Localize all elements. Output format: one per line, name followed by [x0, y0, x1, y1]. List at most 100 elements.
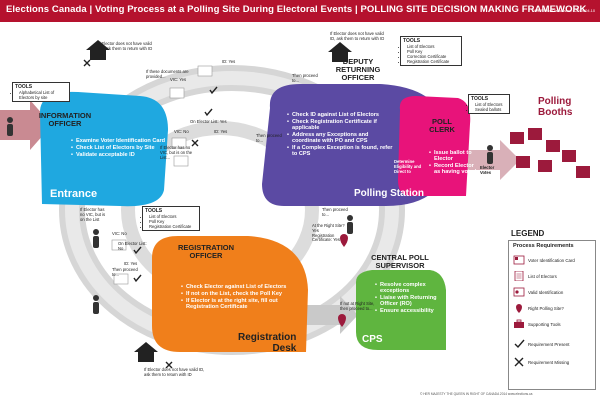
tool-item: Sealed ballots — [475, 107, 507, 112]
deputy-returning-officer-duties: Check ID against List of Electors Check … — [286, 112, 398, 158]
polling-station-title: Polling Station — [354, 188, 424, 199]
tool-item: Registration Certificate — [149, 224, 197, 229]
list-icon — [514, 271, 524, 281]
duty-item: If a Complex Exception is found, refer t… — [287, 145, 398, 157]
polling-booths-title: Polling Booths — [538, 96, 573, 118]
legend-label: Supporting Tools — [528, 321, 561, 327]
note-no-id-bottom-left: If Elector does not have valid ID, ask t… — [144, 367, 205, 377]
duty-item: If Elector is at the right site, fill ou… — [181, 298, 308, 310]
entry-arrow — [0, 100, 52, 150]
tools-heading: TOOLS — [15, 84, 33, 90]
x-mark-icon — [514, 357, 524, 367]
tools-heading: TOOLS — [471, 96, 489, 102]
note-right-site: At the Right Site? Yes Registration Cert… — [312, 223, 345, 243]
poll-clerk-title: POLL CLERK — [429, 117, 455, 134]
draft-label: DRAFT for Discussion • 2014.04.10 — [532, 8, 596, 13]
legend-label: Voter Identification Card — [528, 257, 575, 263]
header-banner: Elections Canada | Voting Process at a P… — [0, 0, 600, 22]
legend-item: Right Polling Site? — [513, 303, 564, 313]
duty-item: Check Elector against List of Electors — [181, 284, 308, 290]
duty-item: Check List of Electors by Site — [71, 145, 168, 151]
cps-title: CPS — [362, 334, 383, 345]
legend-item: Requirement Present — [513, 339, 570, 349]
note-vic-no: VIC: No — [174, 129, 189, 134]
duty-item: Validate acceptable ID — [71, 152, 168, 158]
central-poll-supervisor-title: CENTRAL POLL SUPERVISOR — [371, 253, 429, 270]
duty-item: Liaise with Returning Officer (RO) — [375, 295, 452, 307]
central-poll-supervisor-duties: Resolve complex exceptions Liaise with R… — [374, 282, 452, 315]
legend-label: Right Polling Site? — [528, 305, 564, 311]
legend-title: LEGEND — [511, 229, 545, 238]
note-then-proceed-3: Then proceed to... — [112, 267, 138, 277]
tool-item: Correction Certificate — [407, 54, 459, 59]
tool-item: Poll Key — [149, 219, 197, 224]
duty-item: Resolve complex exceptions — [375, 282, 452, 294]
note-id-yes-low: ID: Yes — [124, 261, 138, 266]
note-on-list-yes: On Elector List: Yes — [190, 119, 227, 124]
note-vic-yes: VIC: Yes — [170, 77, 187, 82]
duty-item: Address any Exceptions and coordinate wi… — [287, 132, 398, 144]
page-title: Elections Canada | Voting Process at a P… — [6, 4, 587, 15]
note-documents-provided: If these documents are provided... — [146, 69, 189, 79]
tool-item: Alphabetical List of Electors by site — [19, 90, 67, 100]
duty-item: Ensure accessibility — [375, 308, 452, 314]
note-then-proceed-4: Then proceed to... — [322, 207, 348, 217]
legend-label: Valid Identification — [528, 289, 564, 295]
registration-officer-duties: Check Elector against List of Electors I… — [180, 284, 308, 311]
id-card-icon — [513, 287, 525, 297]
entrance-title: Entrance — [50, 188, 98, 200]
polling-station-tools-box: TOOLS List of Electors Poll Key Correcti… — [400, 36, 462, 66]
tools-heading: TOOLS — [145, 208, 163, 214]
note-then-proceed-1: Then proceed to... — [256, 133, 282, 143]
voter-card-icon — [513, 255, 525, 265]
note-no-id-top-left: If Elector does not have valid ID, ask t… — [98, 41, 153, 51]
note-then-proceed-2: Then proceed to... — [292, 73, 318, 83]
legend-item: List of Electors — [513, 271, 557, 281]
duty-item: If not on the List, check the Poll Key — [181, 291, 308, 297]
information-officer-title: INFORMATION OFFICER — [38, 111, 92, 128]
tool-item: Poll Key — [407, 49, 459, 54]
note-no-vic-on-list-left: If Elector has no VIC, but is on the Lis… — [80, 207, 106, 222]
booth-cubes — [510, 128, 590, 178]
duty-item: Examine Voter Identification Card — [71, 138, 168, 144]
elector-votes-label: Elector Votes — [480, 165, 495, 175]
duty-item: Issue ballot to Elector — [429, 150, 478, 162]
deputy-returning-officer-title: DEPUTY RETURNING OFFICER — [335, 57, 381, 82]
legend-label: Requirement Present — [528, 341, 570, 347]
legend: Process Requirements Voter Identificatio… — [508, 240, 596, 390]
note-id-yes-top: ID: Yes — [222, 59, 236, 64]
duty-item: Check ID against List of Electors — [287, 112, 398, 118]
checkmark-icon — [514, 339, 525, 349]
tool-item: List of Electors — [407, 44, 459, 49]
poll-clerk-tools-box: TOOLS List of Electors Sealed ballots — [468, 94, 510, 114]
note-no-vic-on-list-mid: If Elector has no VIC, but is on the Lis… — [160, 145, 193, 160]
note-on-list-no: On Elector List: No — [118, 241, 147, 251]
tools-heading: TOOLS — [403, 38, 421, 44]
legend-label: List of Electors — [528, 273, 557, 279]
note-not-right-site: If not at Right Site, then proceed to... — [340, 301, 375, 311]
copyright-text: © HER MAJESTY THE QUEEN IN RIGHT OF CANA… — [420, 392, 533, 396]
legend-item: Supporting Tools — [513, 319, 561, 329]
tool-item: List of Electors — [149, 214, 197, 219]
location-pin-icon — [516, 304, 522, 313]
poll-clerk-zone — [398, 96, 471, 196]
determine-eligibility-label: Determine Eligibility and Direct to — [394, 159, 422, 174]
note-vic-no-b: VIC: No — [112, 231, 127, 236]
note-no-id-top-right: If Elector does not have valid ID, ask t… — [330, 31, 385, 41]
legend-subtitle: Process Requirements — [513, 243, 574, 249]
entrance-tools-box: TOOLS Alphabetical List of Electors by s… — [12, 82, 70, 102]
registration-tools-box: TOOLS List of Electors Poll Key Registra… — [142, 206, 200, 231]
tool-item: List of Electors — [475, 102, 507, 107]
legend-item: Voter Identification Card — [513, 255, 575, 265]
poll-clerk-duties: Issue ballot to Elector Record Elector a… — [428, 150, 478, 176]
toolbox-icon — [514, 319, 524, 328]
note-id-yes-mid: ID: Yes — [214, 129, 228, 134]
legend-item: Valid Identification — [513, 287, 563, 297]
legend-label: Requirement Missing — [528, 359, 570, 365]
registration-desk-title: Registration Desk — [238, 332, 297, 354]
legend-item: Requirement Missing — [513, 357, 569, 367]
registration-officer-title: REGISTRATION OFFICER — [177, 243, 235, 260]
tool-item: Registration Certificate — [407, 59, 459, 64]
duty-item: Record Elector as having voted — [429, 163, 478, 175]
duty-item: Check Registration Certificate if applic… — [287, 119, 398, 131]
